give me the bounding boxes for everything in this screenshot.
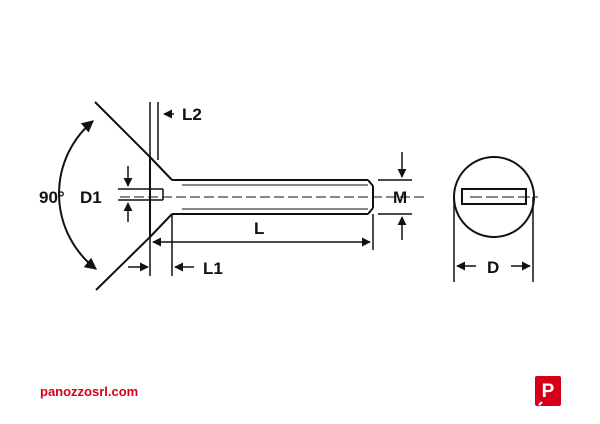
label-l1: L1: [203, 259, 223, 278]
head-cone-top: [149, 156, 173, 181]
screw-side-view: [120, 156, 425, 238]
head-cone-bottom: [149, 213, 173, 238]
tip-chamfer-top: [367, 179, 374, 187]
dimension-l2: [149, 102, 174, 160]
dimension-d1: [118, 166, 150, 222]
label-m: M: [393, 188, 407, 207]
label-l: L: [254, 219, 264, 238]
label-d: D: [487, 258, 499, 277]
panozzo-logo: P: [535, 376, 561, 406]
website-link[interactable]: panozzosrl.com: [40, 384, 139, 399]
svg-text:P: P: [542, 381, 555, 402]
label-d1: D1: [80, 188, 102, 207]
label-l2: L2: [182, 105, 202, 124]
label-angle: 90°: [39, 188, 65, 207]
dimension-l1: [128, 214, 194, 276]
dimension-m: [378, 152, 412, 240]
dimension-angle: [58, 101, 151, 291]
dimension-l: [152, 214, 374, 250]
dimension-d: [453, 197, 534, 282]
screw-head-end-view: [453, 156, 538, 238]
tip-chamfer-bottom: [367, 207, 374, 215]
